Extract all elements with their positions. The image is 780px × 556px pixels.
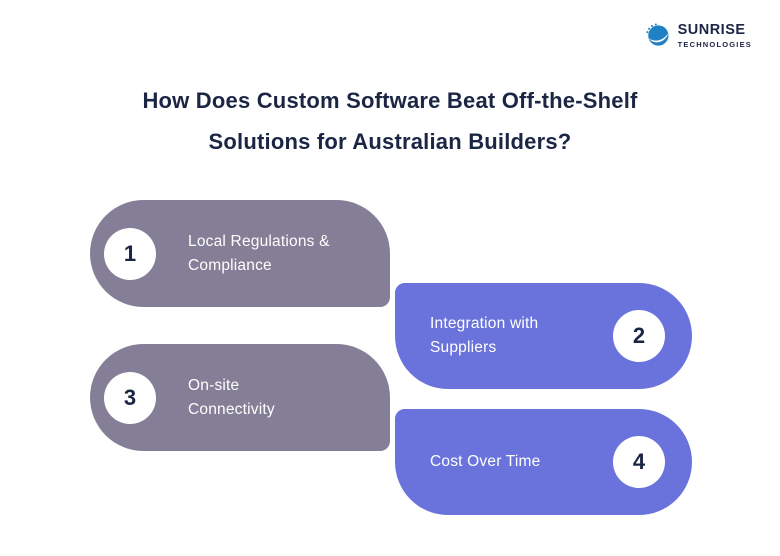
card-label-line1: Cost Over Time: [430, 453, 541, 470]
number-badge: 2: [613, 310, 665, 362]
card-label: Integration with Suppliers: [430, 312, 613, 360]
card-label-line1: Local Regulations &: [188, 232, 330, 250]
card-label: Local Regulations & Compliance: [188, 230, 330, 278]
card-onsite-connectivity: 3 On-site Connectivity: [90, 344, 390, 451]
card-cost-over-time: Cost Over Time 4: [395, 409, 692, 515]
card-label-line2: Compliance: [188, 256, 272, 274]
card-local-regulations: 1 Local Regulations & Compliance: [90, 200, 390, 307]
card-label-line2: Connectivity: [188, 400, 275, 418]
sunrise-globe-icon: [645, 23, 669, 46]
page-title: How Does Custom Software Beat Off-the-Sh…: [0, 80, 780, 162]
number-badge: 3: [104, 371, 156, 424]
card-label-line1: Integration with: [430, 315, 539, 332]
logo-subname: TECHNOLOGIES: [677, 39, 752, 49]
logo-name: SUNRISE: [677, 22, 746, 38]
logo-text: SUNRISE TECHNOLOGIES: [678, 23, 752, 48]
page-title-line1: How Does Custom Software Beat Off-the-Sh…: [142, 88, 638, 113]
card-label: On-site Connectivity: [188, 374, 275, 422]
number-badge: 4: [613, 436, 665, 488]
page-title-line2: Solutions for Australian Builders?: [208, 129, 572, 154]
number-badge: 1: [104, 227, 156, 280]
card-label: Cost Over Time: [430, 450, 613, 474]
card-label-line2: Suppliers: [430, 339, 497, 356]
card-integration-suppliers: Integration with Suppliers 2: [395, 283, 692, 389]
card-label-line1: On-site: [188, 376, 240, 394]
sunrise-logo: SUNRISE TECHNOLOGIES: [644, 22, 752, 49]
